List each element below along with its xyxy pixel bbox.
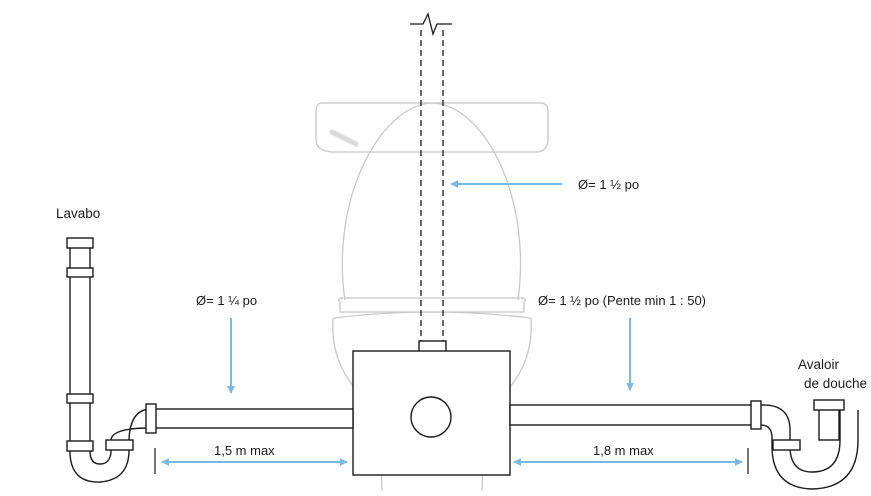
sink-coupling-2 <box>66 393 94 404</box>
sink-coupling-3 <box>66 440 94 452</box>
toilet-outline <box>315 102 549 492</box>
sink-coupling-1 <box>66 267 94 278</box>
toilet-lid <box>341 102 522 301</box>
shower-trap-coupling <box>772 439 801 451</box>
sink-drain-assembly <box>66 237 354 483</box>
shower-pipe-diameter-label: Ø= 1 ½ po (Pente min 1 : 50) <box>538 293 706 308</box>
shower-max-length-label: 1,8 m max <box>593 443 654 458</box>
break-line-icon <box>410 12 452 37</box>
shower-drain-pipe <box>818 405 840 441</box>
toilet-rim <box>332 311 532 319</box>
sink-pipe-coupling <box>145 403 157 434</box>
dimension-ticks <box>154 448 749 474</box>
sink-p-trap <box>69 408 151 483</box>
vent-pipe <box>410 12 452 343</box>
sink-pipe-diameter-label: Ø= 1 ¼ po <box>196 293 257 308</box>
shower-drain-cap <box>813 399 845 411</box>
macerator-unit <box>352 340 511 476</box>
sink-max-length-label: 1,5 m max <box>214 443 275 458</box>
shower-pipe-coupling <box>750 400 762 430</box>
annotation-arrows <box>161 180 743 466</box>
sink-trap-coupling <box>105 439 134 451</box>
sink-horizontal-pipe <box>152 408 354 429</box>
shower-drain-label-line2: de douche <box>804 376 867 391</box>
toilet-flush-handle <box>329 129 359 147</box>
shower-p-trap <box>760 404 859 490</box>
shower-drain-assembly <box>509 399 859 490</box>
sink-label: Lavabo <box>56 206 100 221</box>
toilet-seat <box>338 297 526 313</box>
sink-tailpiece-cap <box>66 237 94 249</box>
toilet-tank <box>315 102 549 153</box>
macerator-inlet-opening <box>410 396 452 438</box>
shower-drain-label-line1: Avaloir <box>798 357 840 372</box>
vent-diameter-label: Ø= 1 ½ po <box>578 177 639 192</box>
shower-horizontal-pipe <box>509 404 757 426</box>
